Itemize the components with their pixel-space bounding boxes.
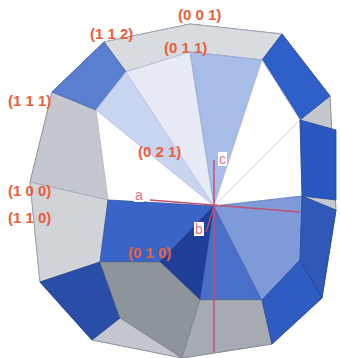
miller-index: (1 1 1) xyxy=(8,93,51,108)
miller-index: (0 1 1) xyxy=(164,40,207,55)
axis-label: a xyxy=(134,188,144,202)
miller-index: (0 1 0) xyxy=(128,245,171,260)
miller-index: (1 1 2) xyxy=(90,26,133,41)
miller-index: (0 0 1) xyxy=(178,7,221,22)
axis-label: b xyxy=(194,222,204,236)
miller-index: (1 1 0) xyxy=(8,210,51,225)
axis-label: c xyxy=(218,152,227,166)
miller-index: (1 0 0) xyxy=(8,183,51,198)
miller-index: (0 2 1) xyxy=(138,144,181,159)
